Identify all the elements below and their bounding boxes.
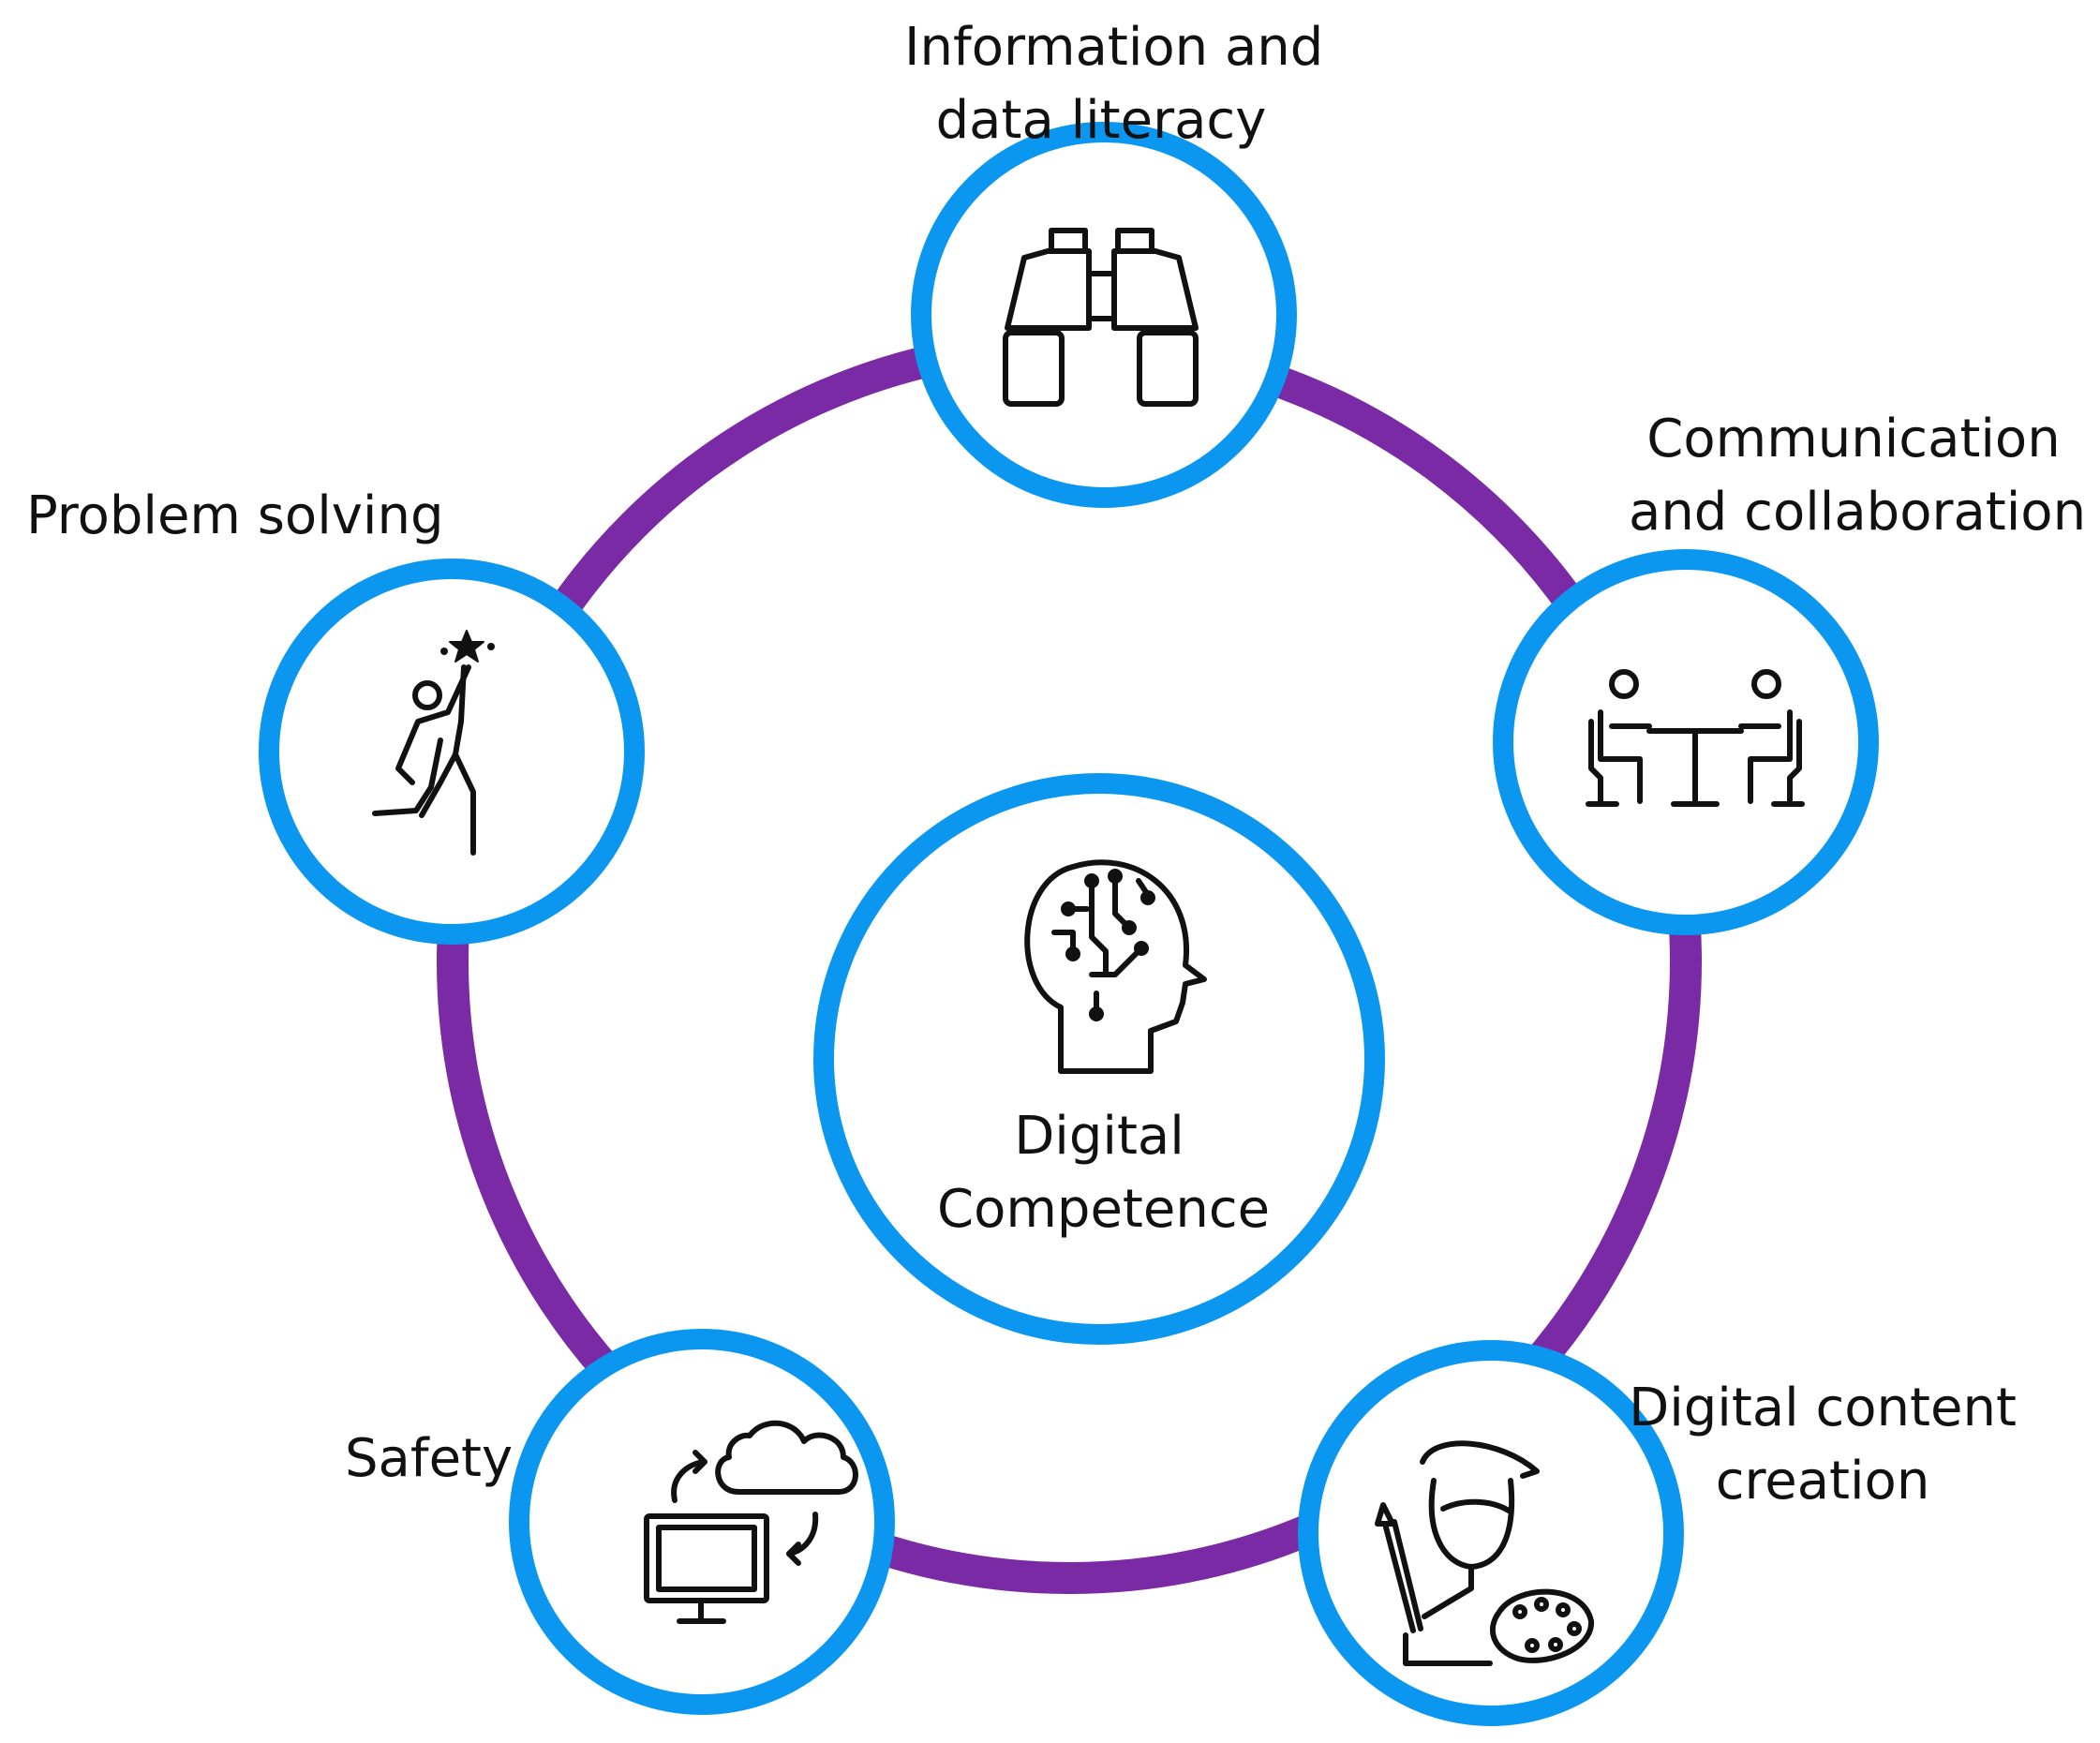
- label-content-line2: creation: [1715, 1451, 1930, 1512]
- label-communication-line1: Communication: [1646, 409, 2061, 469]
- binoculars-icon: [1003, 228, 1199, 407]
- center-label-line2: Competence: [937, 1179, 1271, 1240]
- label-content: Digital content creation: [1626, 1372, 2019, 1518]
- person-reaching-stars-icon: [372, 630, 495, 856]
- center-label-line1: Digital: [1014, 1106, 1184, 1167]
- label-communication: Communication and collaboration: [1629, 403, 2087, 549]
- label-content-line1: Digital content: [1629, 1378, 2017, 1438]
- node-circle-problem: [259, 559, 645, 945]
- center-label: Digital Competence: [937, 1100, 1271, 1246]
- label-information-line1: Information and: [904, 17, 1324, 78]
- label-problem-line1: Problem solving: [26, 485, 444, 546]
- artist-palette-icon: [1375, 1440, 1594, 1666]
- center-circle: [813, 773, 1385, 1345]
- brain-circuit-icon: [1024, 859, 1207, 1074]
- label-information-line2: data literacy: [935, 90, 1267, 151]
- node-circle-communication: [1493, 549, 1879, 935]
- label-safety: Safety: [345, 1423, 513, 1496]
- label-safety-line1: Safety: [345, 1428, 514, 1489]
- node-circle-information: [911, 122, 1297, 508]
- label-communication-line2: and collaboration: [1629, 482, 2087, 543]
- node-circle-safety: [509, 1329, 895, 1715]
- label-information: Information and data literacy: [904, 11, 1324, 157]
- computer-cloud-sync-icon: [644, 1420, 858, 1624]
- two-people-table-icon: [1586, 669, 1805, 807]
- label-problem: Problem solving: [26, 480, 443, 553]
- node-circle-content: [1298, 1340, 1684, 1726]
